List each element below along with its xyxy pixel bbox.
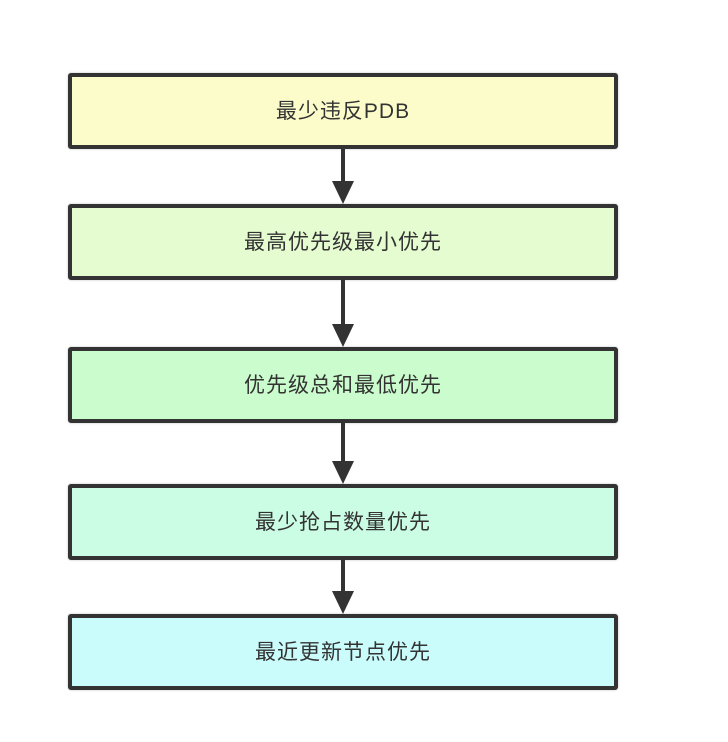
flow-node-recently-updated-node-first: 最近更新节点优先 (68, 614, 618, 690)
arrow-head (332, 591, 354, 614)
arrow-down-icon (331, 149, 355, 204)
arrow-down-icon (331, 560, 355, 614)
flow-node-label: 最少抢占数量优先 (255, 510, 431, 534)
arrow-down-icon (331, 423, 355, 484)
arrow-line (341, 149, 345, 184)
arrow-head (332, 324, 354, 347)
arrow-line (341, 560, 345, 594)
flow-node-highest-priority-min-first: 最高优先级最小优先 (68, 204, 618, 280)
flow-node-least-pdb-violation: 最少违反PDB (68, 73, 618, 149)
arrow-down-icon (331, 280, 355, 347)
arrow-line (341, 423, 345, 464)
flow-node-label: 优先级总和最低优先 (244, 373, 442, 397)
flow-node-label: 最少违反PDB (275, 99, 411, 123)
flow-node-label: 最近更新节点优先 (255, 640, 431, 664)
flow-node-label: 最高优先级最小优先 (244, 230, 442, 254)
flow-node-priority-sum-lowest-first: 优先级总和最低优先 (68, 347, 618, 423)
arrow-line (341, 280, 345, 327)
flow-node-least-preemptions-first: 最少抢占数量优先 (68, 484, 618, 560)
arrow-head (332, 181, 354, 204)
arrow-head (332, 461, 354, 484)
